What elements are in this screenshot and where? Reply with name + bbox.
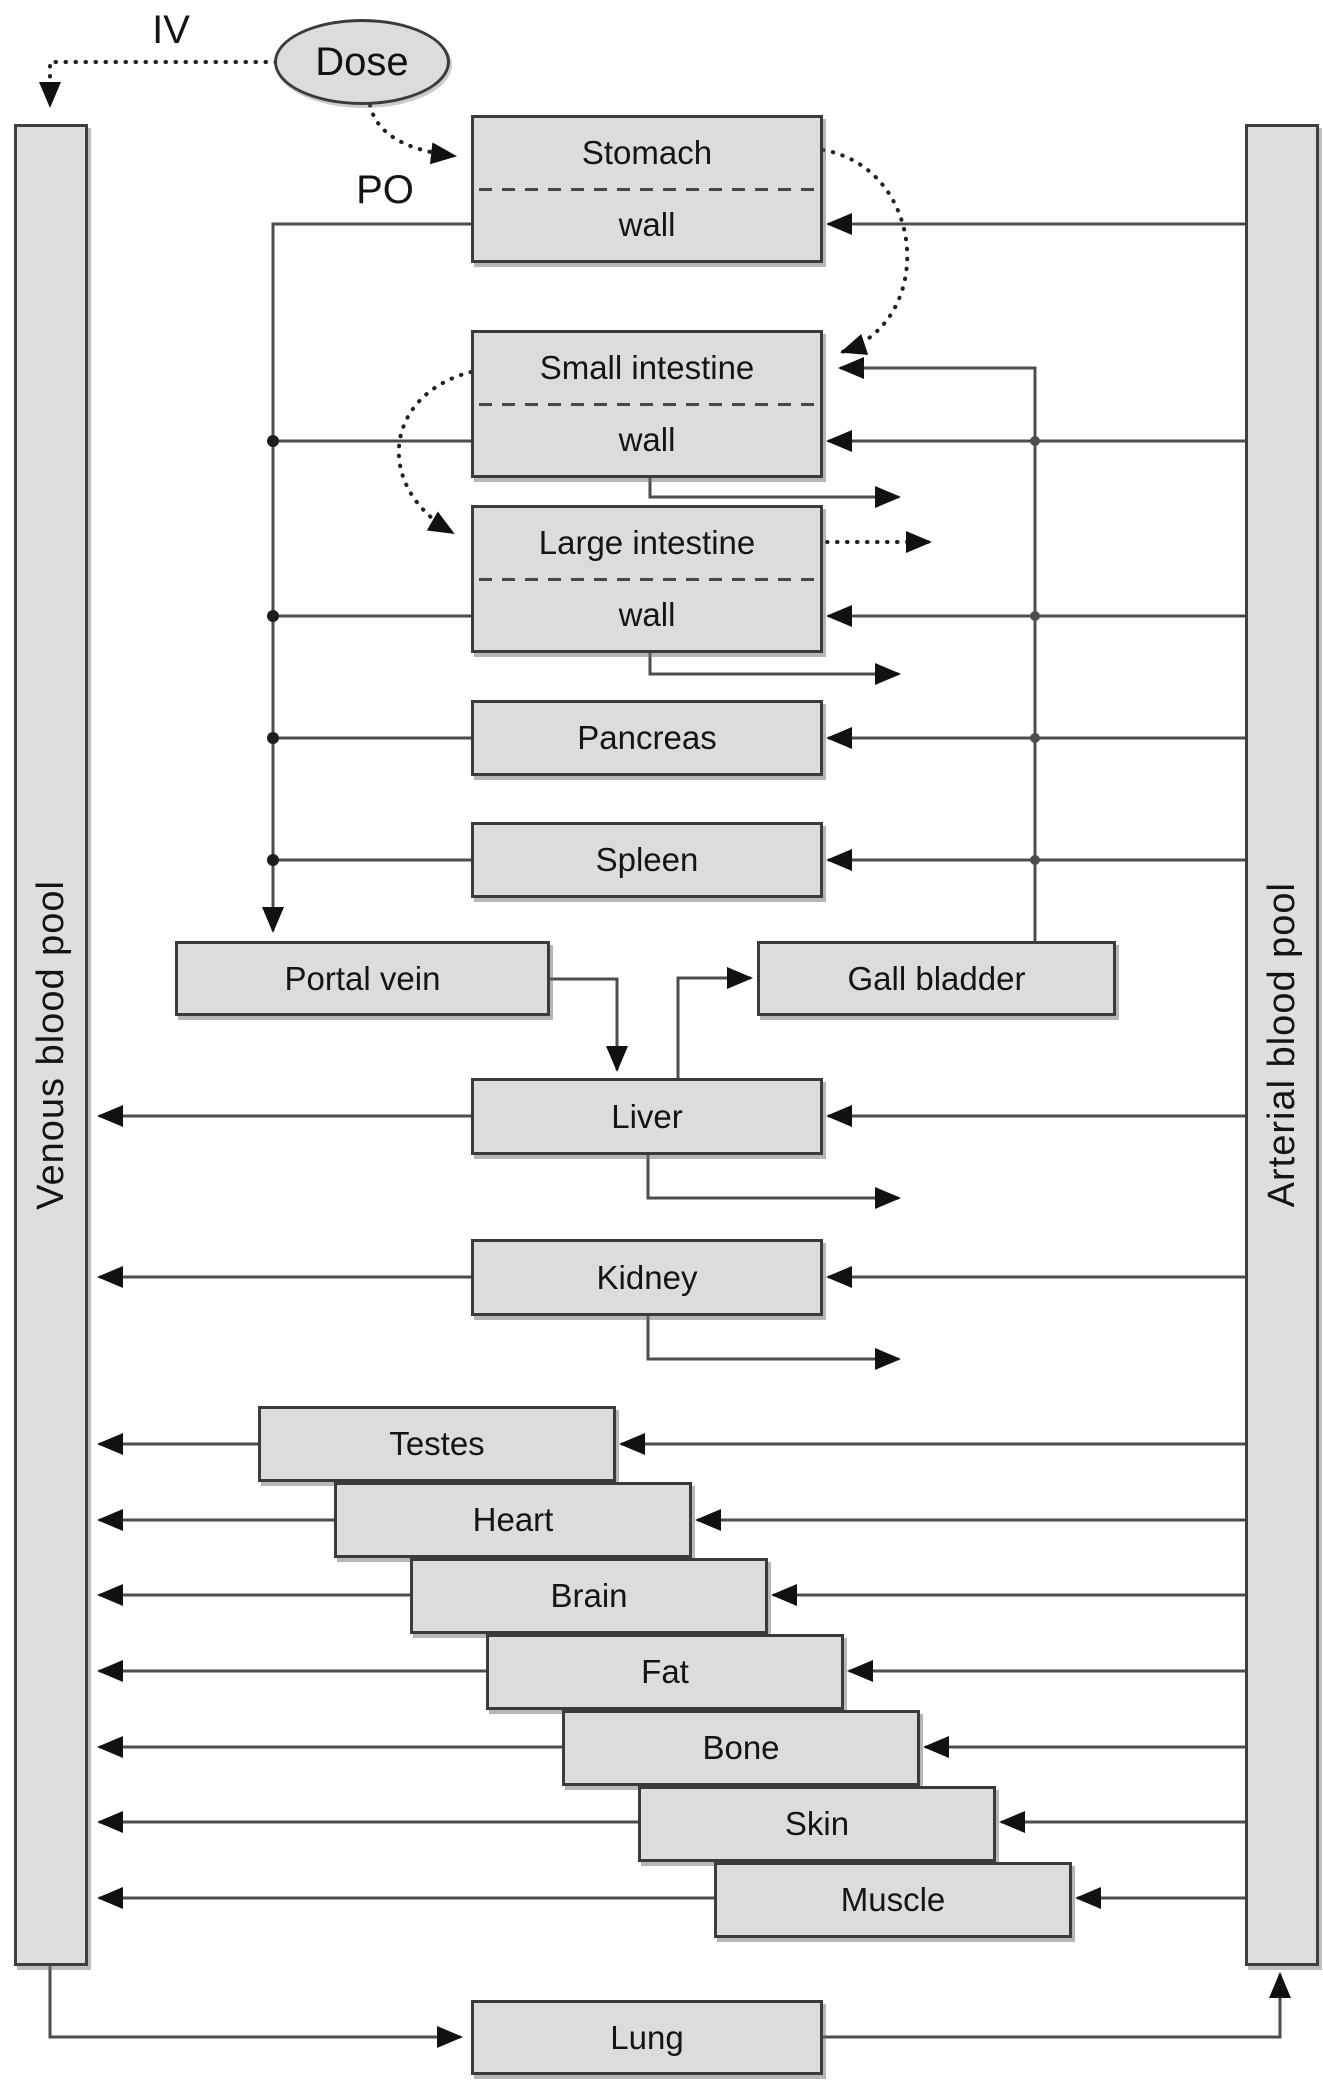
muscle-label: Muscle xyxy=(840,1881,946,1918)
spleen-label: Spleen xyxy=(595,841,699,878)
small-intestine-wall-divider xyxy=(479,402,815,406)
portal-vein-label: Portal vein xyxy=(284,959,441,997)
kidney-label: Kidney xyxy=(596,1258,698,1296)
arterial-blood-pool: Arterial blood pool xyxy=(1245,124,1319,1966)
stomach-label: Stomach xyxy=(581,133,713,171)
small-intestine-excretion-arrow xyxy=(648,478,901,508)
iv-dose-route xyxy=(39,60,278,108)
po-dose-route xyxy=(368,103,457,165)
skin-label: Skin xyxy=(784,1805,850,1842)
portal-junction-dots xyxy=(267,435,279,866)
node-pancreas: Pancreas xyxy=(471,700,823,776)
node-stomach: Stomach wall xyxy=(471,115,823,263)
dose-node: Dose xyxy=(274,19,450,105)
brain-label: Brain xyxy=(550,1577,628,1614)
venous-to-lung-line xyxy=(48,1966,463,2048)
stomach-wall-divider xyxy=(479,187,815,191)
node-large-intestine: Large intestine wall xyxy=(471,505,823,653)
node-liver: Liver xyxy=(471,1078,823,1155)
large-intestine-excretion-arrow xyxy=(648,653,901,685)
node-small-intestine: Small intestine wall xyxy=(471,330,823,478)
node-skin: Skin xyxy=(638,1786,996,1862)
small-intestine-wall-label: wall xyxy=(618,421,676,459)
small-to-large-intestine-transit xyxy=(396,370,473,535)
bone-label: Bone xyxy=(702,1729,780,1766)
node-heart: Heart xyxy=(334,1482,692,1558)
gall-bladder-to-small-intestine-line xyxy=(838,357,1037,941)
large-intestine-label: Large intestine xyxy=(538,523,756,561)
node-lung: Lung xyxy=(471,2000,823,2075)
node-testes: Testes xyxy=(258,1406,616,1482)
node-spleen: Spleen xyxy=(471,822,823,898)
dose-label: Dose xyxy=(315,39,409,84)
arterial-pool-label: Arterial blood pool xyxy=(1260,882,1303,1208)
small-intestine-label: Small intestine xyxy=(539,348,755,386)
lung-label: Lung xyxy=(610,2018,684,2056)
liver-label: Liver xyxy=(611,1097,683,1135)
portal-collector-line xyxy=(262,222,471,933)
node-kidney: Kidney xyxy=(471,1239,823,1316)
kidney-excretion-arrow xyxy=(646,1316,901,1370)
fat-label: Fat xyxy=(641,1653,689,1690)
node-brain: Brain xyxy=(410,1558,768,1634)
venous-blood-pool: Venous blood pool xyxy=(14,124,88,1966)
venous-pool-label: Venous blood pool xyxy=(29,880,72,1210)
node-muscle: Muscle xyxy=(714,1862,1072,1938)
testes-label: Testes xyxy=(389,1425,485,1462)
bile-line-crossing-dots xyxy=(1030,436,1040,865)
liver-to-gall-bladder-line xyxy=(676,967,753,1078)
liver-excretion-arrow xyxy=(646,1155,901,1209)
large-intestine-wall-divider xyxy=(479,577,815,581)
node-bone: Bone xyxy=(562,1710,920,1786)
po-label: PO xyxy=(356,168,414,212)
pancreas-label: Pancreas xyxy=(577,719,717,756)
gall-bladder-label: Gall bladder xyxy=(847,959,1026,997)
portal-vein-to-liver-line xyxy=(550,977,628,1072)
node-gall-bladder: Gall bladder xyxy=(757,941,1116,1016)
large-intestine-wall-label: wall xyxy=(618,596,676,634)
stomach-wall-label: wall xyxy=(618,206,676,244)
heart-label: Heart xyxy=(472,1501,554,1538)
lung-to-arterial-line xyxy=(823,1972,1291,2039)
iv-label: IV xyxy=(152,8,190,52)
stomach-to-small-intestine-transit xyxy=(821,148,910,355)
node-fat: Fat xyxy=(486,1634,844,1710)
node-portal-vein: Portal vein xyxy=(175,941,550,1016)
